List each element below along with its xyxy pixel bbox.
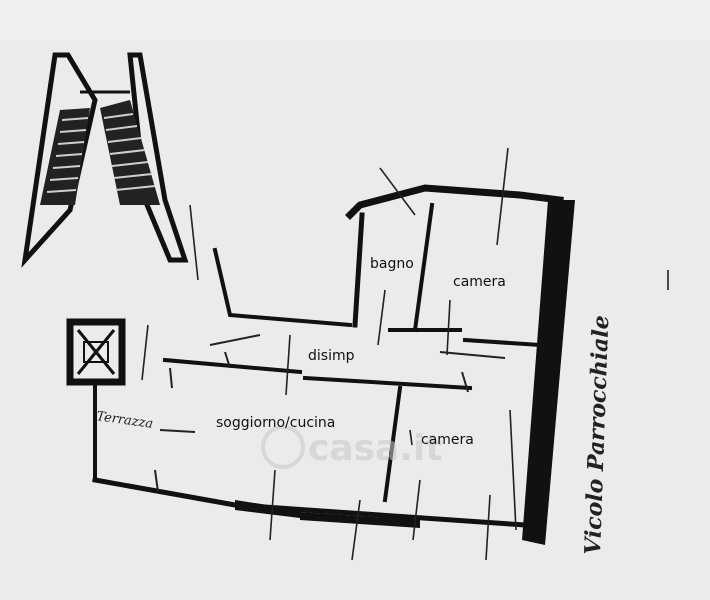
outer-walls (92, 184, 575, 545)
room-label-camera-top: camera (453, 274, 506, 290)
svg-text:casa.it: casa.it (308, 428, 443, 469)
room-label-bagno: bagno (370, 256, 414, 272)
window-marks (141, 147, 669, 561)
room-label-disimp: disimp (308, 348, 355, 364)
staircase-left (21, 52, 98, 268)
staircase-right (80, 52, 189, 263)
interior-walls (154, 202, 543, 503)
room-label-soggiorno-cucina: soggiorno/cucina (216, 415, 335, 431)
scan-band (0, 0, 710, 40)
watermark: casa.it (261, 425, 443, 469)
chimney-symbol (66, 318, 126, 386)
room-label-camera-bottom: camera (421, 432, 474, 448)
